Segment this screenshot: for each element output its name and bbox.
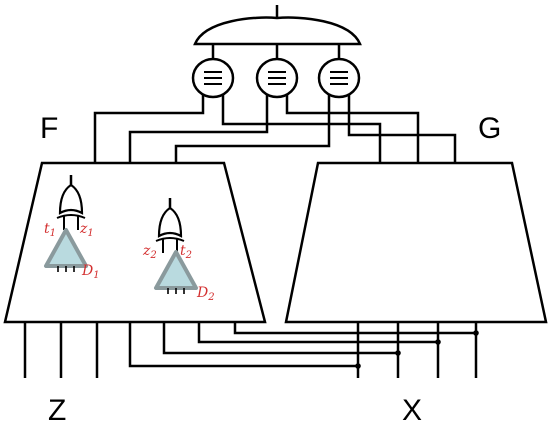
top-and-gate [193,5,362,60]
comparator-3 [317,57,361,99]
driver-2 [154,250,198,294]
comparator-2 [255,57,299,99]
block-g-label: G [478,112,501,145]
comparator-1 [191,57,235,99]
gate2-input-label: z2 [142,243,157,261]
junction-dot [395,350,401,356]
junction-dot [435,339,441,345]
block-f-label: F [40,112,58,145]
junction-dot [473,330,479,336]
gate2-output-label: t2 [180,243,192,261]
equality-comparator-icon [268,71,286,85]
or-gate-1 [56,175,86,230]
block-f [3,161,267,324]
gate1-output-label: z1 [79,221,94,239]
equality-comparator-icon [330,71,348,85]
bottom-wires [23,322,479,378]
junction-dot [355,363,361,369]
driver2-label: D2 [196,285,215,303]
equality-comparator-icon [204,71,222,85]
block-g [284,161,548,324]
bus-x-label: X [402,394,422,425]
or-gate-2 [155,198,185,253]
driver1-label: D1 [81,263,100,281]
bus-z-label: Z [48,394,66,425]
driver-1 [44,228,88,272]
comparator-wires [93,95,457,163]
gate1-input-label: t1 [44,221,56,239]
